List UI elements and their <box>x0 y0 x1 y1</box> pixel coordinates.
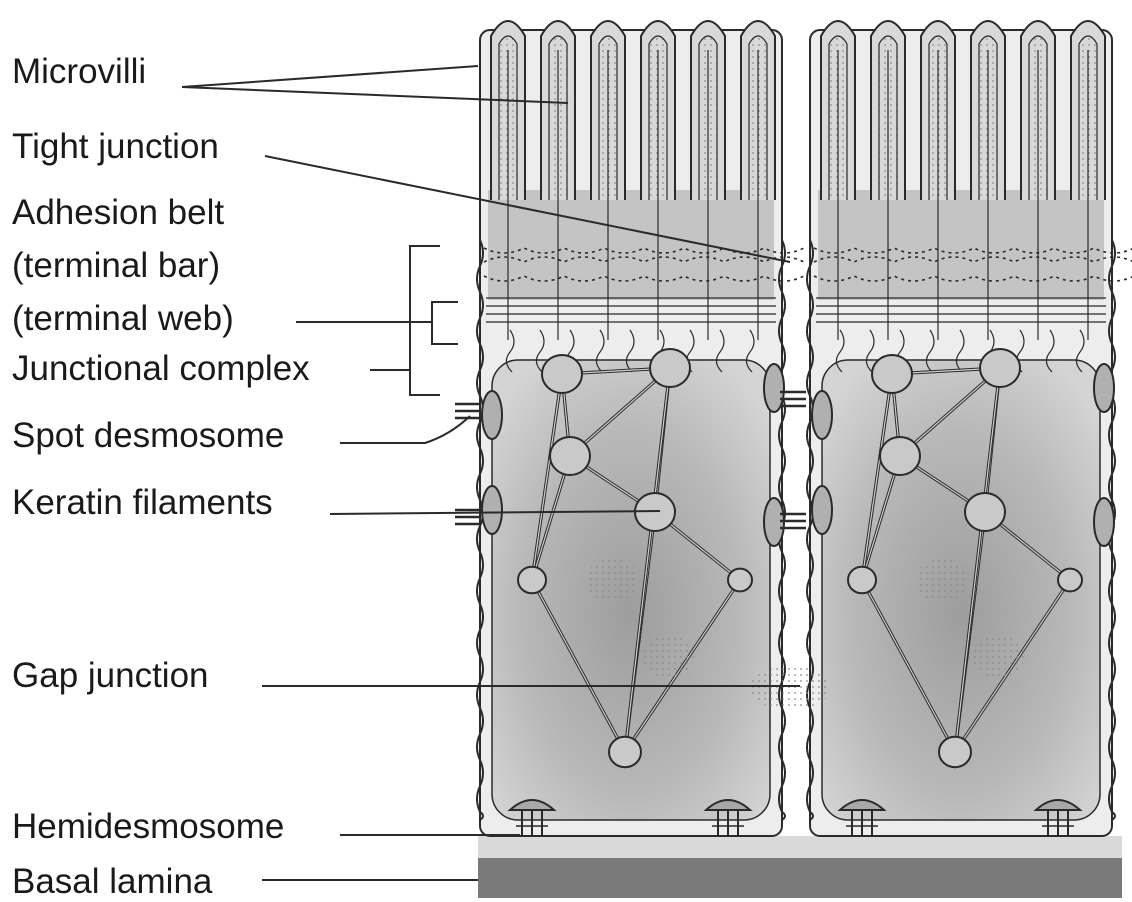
spot-desmosome <box>812 486 832 534</box>
spot-desmosome <box>482 486 502 534</box>
keratin-node <box>542 355 582 393</box>
keratin-node <box>609 737 641 767</box>
label-basal-lamina: Basal lamina <box>12 862 212 902</box>
cells-layer <box>455 21 1132 898</box>
leader-spot-desmosome <box>340 416 470 443</box>
epithelial-cell-2 <box>807 21 1132 836</box>
keratin-node <box>872 355 912 393</box>
spot-desmosome <box>1094 364 1114 412</box>
bracket-terminal-web <box>432 302 458 344</box>
apical-region <box>818 190 1104 300</box>
label-tight-junction: Tight junction <box>12 127 219 167</box>
keratin-node <box>1058 569 1082 592</box>
keratin-node <box>848 567 876 594</box>
spot-desmosome <box>812 391 832 439</box>
label-gap-junction: Gap junction <box>12 656 209 696</box>
label-keratin-filaments: Keratin filaments <box>12 483 273 523</box>
label-hemidesmosome: Hemidesmosome <box>12 807 284 847</box>
gap-junction-particles <box>750 666 830 710</box>
keratin-node <box>518 567 546 594</box>
keratin-node <box>650 349 690 387</box>
bracket-junctional-complex <box>410 246 440 395</box>
label-adhesion-belt: Adhesion belt <box>12 193 224 233</box>
label-microvilli: Microvilli <box>12 52 146 92</box>
keratin-node <box>980 349 1020 387</box>
basal-lamina-layer <box>478 858 1122 898</box>
cytoplasm-granules <box>642 634 694 678</box>
apical-region <box>488 190 774 300</box>
keratin-node <box>880 437 920 475</box>
cytoplasm-granules <box>586 558 638 602</box>
epithelial-cell-1 <box>477 21 804 836</box>
label-terminal-bar: (terminal bar) <box>12 246 220 286</box>
cytoplasm-granules <box>916 558 968 602</box>
spot-desmosome <box>1094 498 1114 546</box>
basal-band <box>478 836 1122 858</box>
keratin-node <box>728 569 752 592</box>
keratin-node <box>550 437 590 475</box>
label-spot-desmosome: Spot desmosome <box>12 416 284 456</box>
leader-microvilli-1 <box>182 66 478 87</box>
keratin-node <box>939 737 971 767</box>
cytoplasm-granules <box>972 634 1024 678</box>
label-junctional-complex: Junctional complex <box>12 349 310 389</box>
label-terminal-web: (terminal web) <box>12 299 234 339</box>
spot-desmosome <box>482 391 502 439</box>
keratin-node <box>965 493 1005 531</box>
